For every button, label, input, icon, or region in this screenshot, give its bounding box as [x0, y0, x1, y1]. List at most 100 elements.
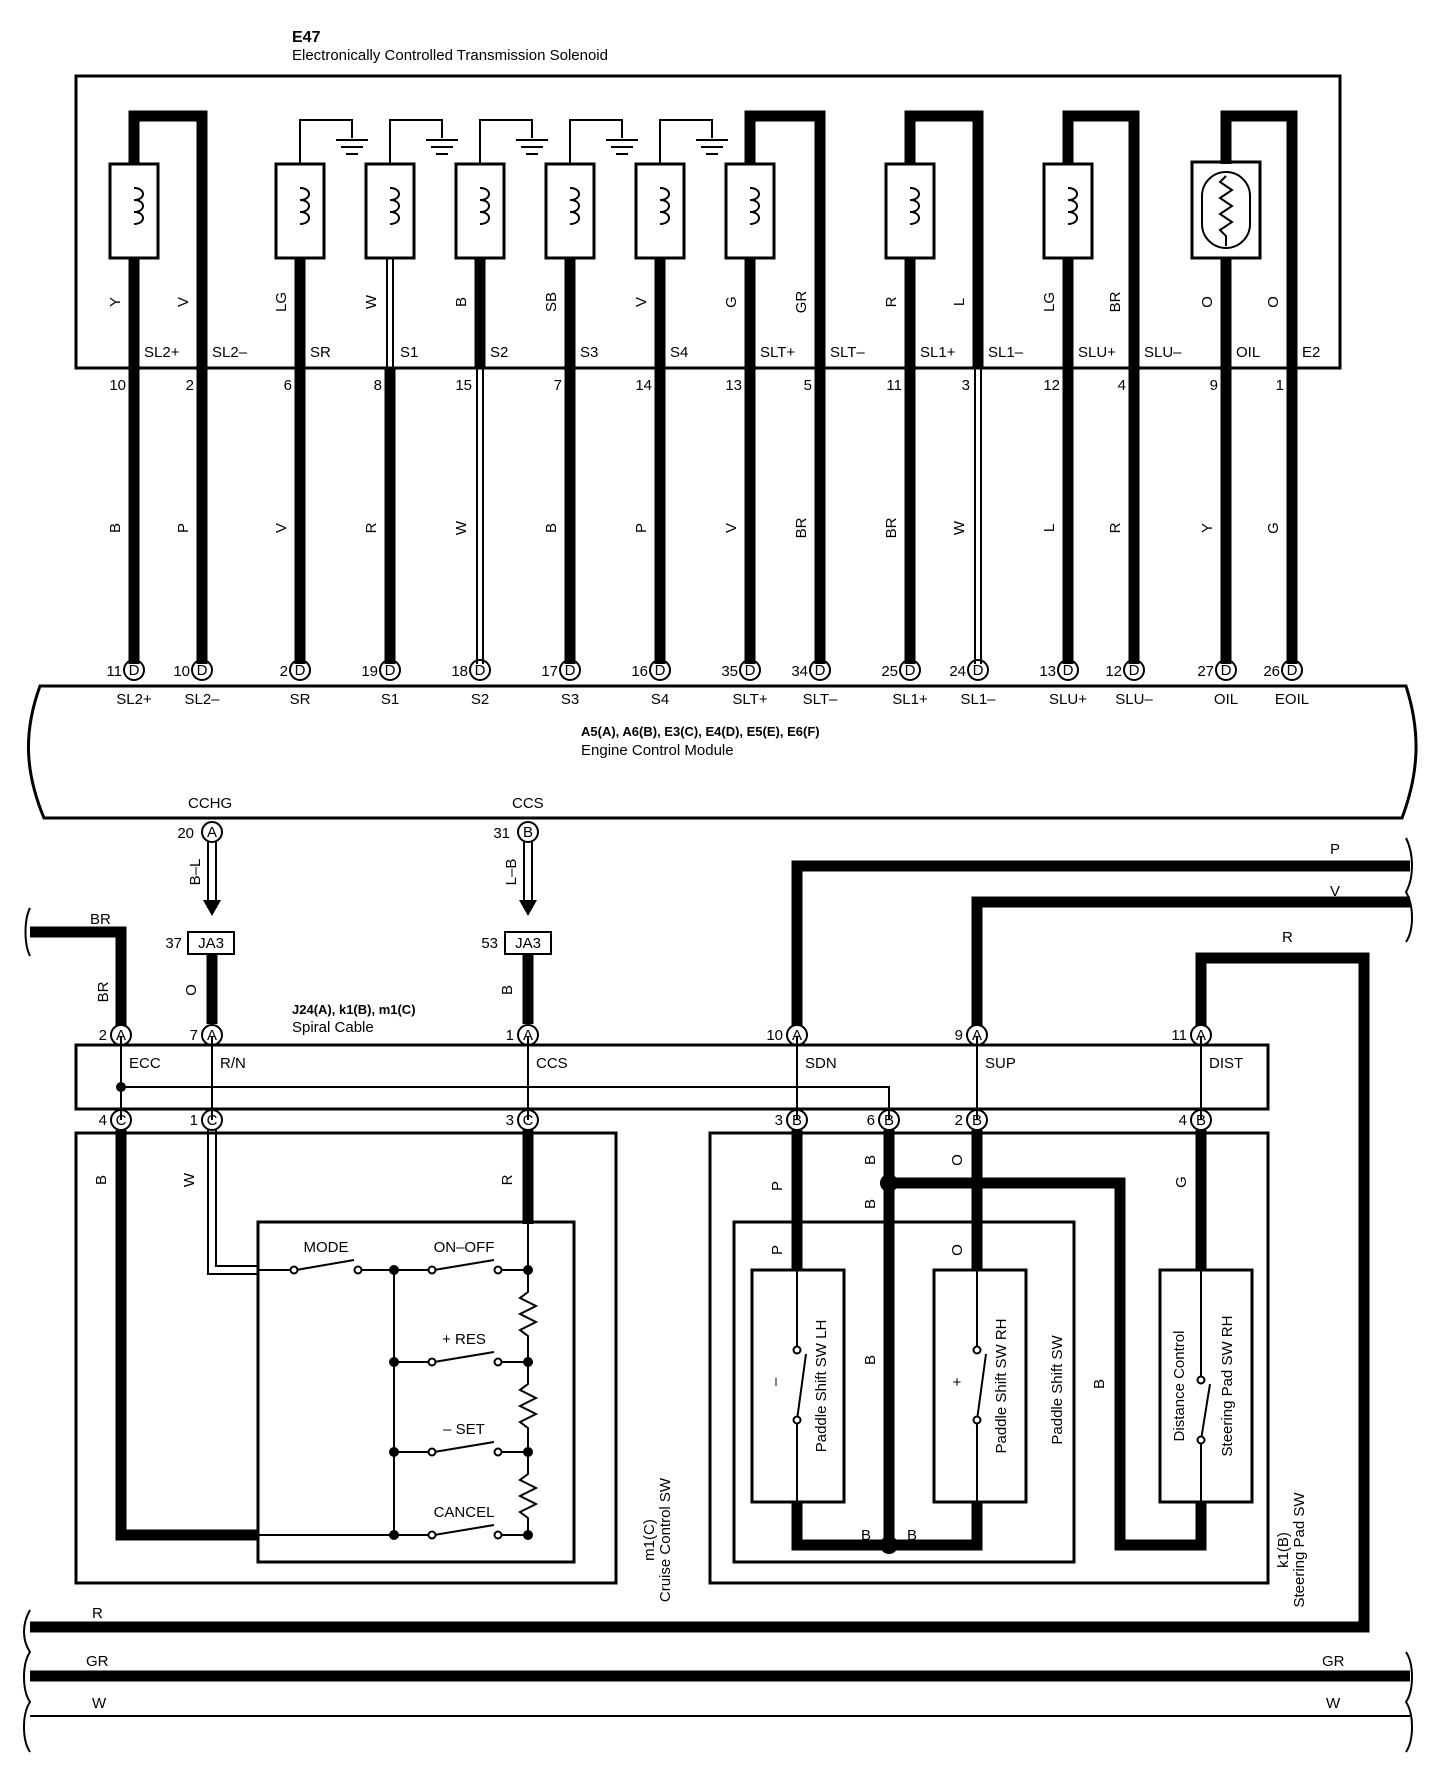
ecm-connector-letter: D: [973, 662, 984, 679]
ecm-pin: 13: [1039, 663, 1056, 680]
wire-color-upper: V: [175, 297, 192, 307]
ecm-terminal: SL1–: [960, 691, 996, 708]
wire-color-upper: R: [883, 296, 900, 307]
solenoid-terminal: S4: [670, 344, 688, 361]
steer-wire-g1: G: [1173, 1176, 1190, 1188]
wire-color-lower: P: [633, 523, 650, 533]
spiral-bottom-pin: 2: [955, 1112, 963, 1129]
solenoid-terminal: S1: [400, 344, 418, 361]
ecm-pin: 24: [949, 663, 966, 680]
spiral-terminal: DIST: [1209, 1055, 1243, 1072]
solenoid-pin: 15: [455, 377, 472, 394]
wire-harness-p: [791, 860, 1410, 1026]
wire-color-lower: G: [1265, 522, 1282, 534]
ecm-terminal: SL2–: [184, 691, 220, 708]
spiral-top-connector-letter: A: [972, 1027, 982, 1044]
wire-color-lower: B: [107, 523, 124, 533]
cruise-switch-onoff: ON–OFF: [434, 1239, 495, 1256]
cruise-name: Cruise Control SW: [657, 1477, 674, 1602]
cruise-conn: m1(C): [641, 1519, 658, 1561]
ecm-connector-letter: D: [1129, 662, 1140, 679]
ecm-terminal: S3: [561, 691, 579, 708]
spiral-bottom-connector-letter: B: [1196, 1112, 1206, 1129]
ecm-terminal: SL1+: [892, 691, 928, 708]
ecm-terminal: SL2+: [116, 691, 152, 708]
ecm-connector: [191, 659, 213, 681]
paddle-switches: [796, 1270, 1211, 1502]
bottom-label-w-left: W: [92, 1695, 107, 1712]
ecm-connector: [1057, 659, 1079, 681]
spiral-top-pin: 2: [99, 1027, 107, 1044]
solenoid-coil-winding: [299, 187, 310, 225]
spiral-connectors: J24(A), k1(B), m1(C): [292, 1002, 416, 1017]
spiral-terminal: ECC: [129, 1055, 161, 1072]
coil-loop-1: [744, 110, 826, 258]
ecm-connector-letter: D: [129, 662, 140, 679]
ecm-pin: 19: [361, 663, 378, 680]
wire-color-upper: W: [363, 294, 380, 309]
coil-loop-4: [1220, 110, 1298, 258]
solenoid-pin: 4: [1118, 377, 1126, 394]
junction-left-name: JA3: [198, 935, 224, 952]
wire-color-upper: O: [1199, 296, 1216, 308]
ecm-connector: [379, 659, 401, 681]
bottom-label-r: R: [92, 1605, 103, 1622]
ecm-connector: [1123, 659, 1145, 681]
ecm-terminal: SLT–: [803, 691, 838, 708]
ecm-connector-letter: D: [1221, 662, 1232, 679]
coil-ground-wire-3: [569, 119, 623, 164]
wire-harness-v: [971, 896, 1410, 1026]
spiral-ecc-bridge: [121, 1086, 890, 1120]
harness-label-v: V: [1330, 883, 1340, 900]
ecm-pin: 2: [280, 663, 288, 680]
ecm-terminal: S2: [471, 691, 489, 708]
ecm-connector-letter: D: [745, 662, 756, 679]
solenoid-terminal: SLU+: [1078, 344, 1116, 361]
wire-harness-r: [30, 952, 1370, 1633]
solenoid-terminal: E2: [1302, 344, 1320, 361]
spiral-terminal: CCS: [536, 1055, 568, 1072]
wire-br-left: [30, 926, 127, 1026]
paddle-lh-name: Paddle Shift SW LH: [813, 1320, 830, 1453]
wire-color-lower: V: [723, 523, 740, 533]
junction-left-pin: 37: [165, 935, 182, 952]
wire-color-upper: O: [1265, 296, 1282, 308]
ecm-pin: 17: [541, 663, 558, 680]
spiral-top-pin: 9: [955, 1027, 963, 1044]
solenoid-coil-winding: [749, 187, 760, 225]
paddle-group-name: Paddle Shift SW: [1049, 1335, 1066, 1445]
junction-right-name: JA3: [515, 935, 541, 952]
ecm-connector: [739, 659, 761, 681]
solenoid-coil-winding: [479, 187, 490, 225]
ecm-connector-letter: D: [655, 662, 666, 679]
solenoid-terminal: SLT+: [760, 344, 795, 361]
spiral-bottom-pin: 3: [506, 1112, 514, 1129]
wire-color-upper: Y: [107, 297, 124, 307]
steer-wire-p2: P: [769, 1245, 786, 1255]
wire-ccs-label: L–B: [503, 859, 520, 886]
ecm-box: [27, 684, 1418, 820]
coil-ground-wire-4: [659, 119, 713, 164]
ecm-terminal: SLT+: [732, 691, 767, 708]
ecm-connector-letter: D: [385, 662, 396, 679]
ecm-pin: 35: [721, 663, 738, 680]
steer-wire-b1: B: [862, 1155, 879, 1165]
conn-cchg: [201, 821, 223, 843]
wire-color-upper: B: [453, 297, 470, 307]
cruise-switch-set: – SET: [443, 1421, 485, 1438]
spiral-bottom-connector-letter: B: [792, 1112, 802, 1129]
solenoid-coil-winding: [909, 187, 920, 225]
spiral-top-connector-letter: A: [523, 1027, 533, 1044]
distance-name-1: Distance Control: [1171, 1331, 1188, 1442]
ecm-connector: [289, 659, 311, 681]
arrow-cchg: [203, 900, 221, 916]
ecm-connector: [123, 659, 145, 681]
bottom-label-gr-right: GR: [1322, 1653, 1345, 1670]
solenoid-terminal: SLU–: [1144, 344, 1182, 361]
steering-name: Steering Pad SW: [1291, 1492, 1308, 1608]
steer-wire-b2: B: [862, 1199, 879, 1209]
solenoid-pin: 14: [635, 377, 652, 394]
ecm-pin: 11: [106, 663, 122, 680]
ground-symbol: [696, 139, 728, 155]
ecm-connector: [559, 659, 581, 681]
